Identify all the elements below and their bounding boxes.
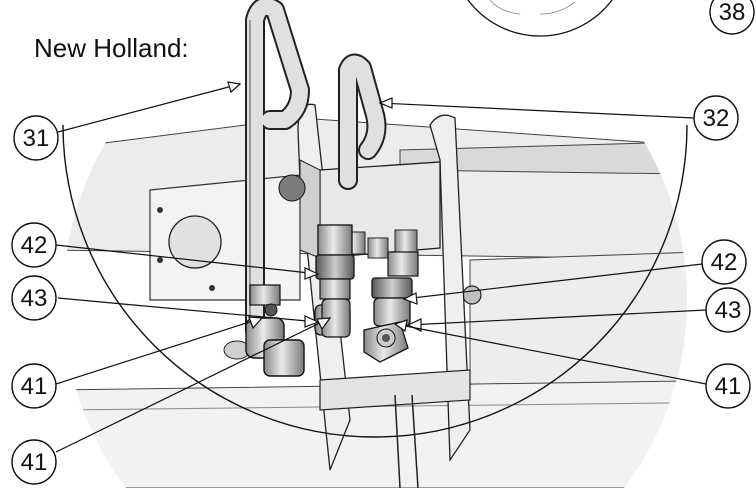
leader-arrow-31: [227, 81, 242, 94]
svg-text:41: 41: [21, 373, 48, 400]
diagram-title: New Holland:: [34, 33, 189, 63]
svg-text:42: 42: [21, 232, 48, 259]
cross-bar: [319, 369, 471, 411]
detail-circle-hint: [489, 0, 576, 15]
svg-text:42: 42: [711, 249, 738, 276]
leader-arrow-42-right: [402, 292, 418, 305]
leader-arrow-41-left-lower: [316, 317, 332, 331]
hose-31: [245, 0, 310, 340]
svg-text:43: 43: [715, 297, 742, 324]
callout-42-left: 42: [11, 222, 57, 268]
grease-nipple-icon: [264, 303, 278, 317]
svg-text:41: 41: [715, 373, 742, 400]
bolt-icon: [157, 207, 163, 213]
bolt-icon: [157, 257, 163, 263]
leader-arrow-41-left-upper: [248, 316, 264, 330]
svg-text:41: 41: [21, 449, 48, 476]
detail-circle-outline: [62, 124, 688, 438]
leader-arrow-32: [378, 97, 393, 109]
leader-arrow-41-right: [393, 319, 408, 333]
svg-text:32: 32: [703, 105, 730, 132]
hose-32: [338, 53, 387, 190]
leader-lines: [55, 81, 707, 453]
callout-31: 31: [13, 115, 59, 161]
detail-circle-edge: [467, 0, 613, 37]
bolt-icon: [209, 285, 215, 291]
panel-bolt: [462, 285, 482, 305]
right-fittings: [363, 251, 419, 363]
svg-text:43: 43: [21, 285, 48, 312]
svg-text:31: 31: [23, 125, 50, 152]
leader-arrow-43-left: [304, 315, 320, 328]
plate-port: [168, 215, 222, 269]
callout-43-left: 43: [11, 275, 57, 321]
callout-41-right: 41: [705, 363, 751, 409]
lower-frame: [63, 379, 687, 489]
callout-43-right: 43: [705, 287, 751, 333]
callout-41-left-upper: 41: [11, 363, 57, 409]
callout-42-right: 42: [701, 239, 747, 285]
leader-arrow-42-left: [304, 267, 320, 280]
callout-32: 32: [693, 95, 739, 141]
callout-41-left-lower: 41: [11, 439, 57, 485]
knob: [278, 174, 306, 202]
center-fittings: [315, 224, 355, 338]
svg-text:38: 38: [719, 0, 746, 26]
callout-38: 38: [709, 0, 755, 35]
